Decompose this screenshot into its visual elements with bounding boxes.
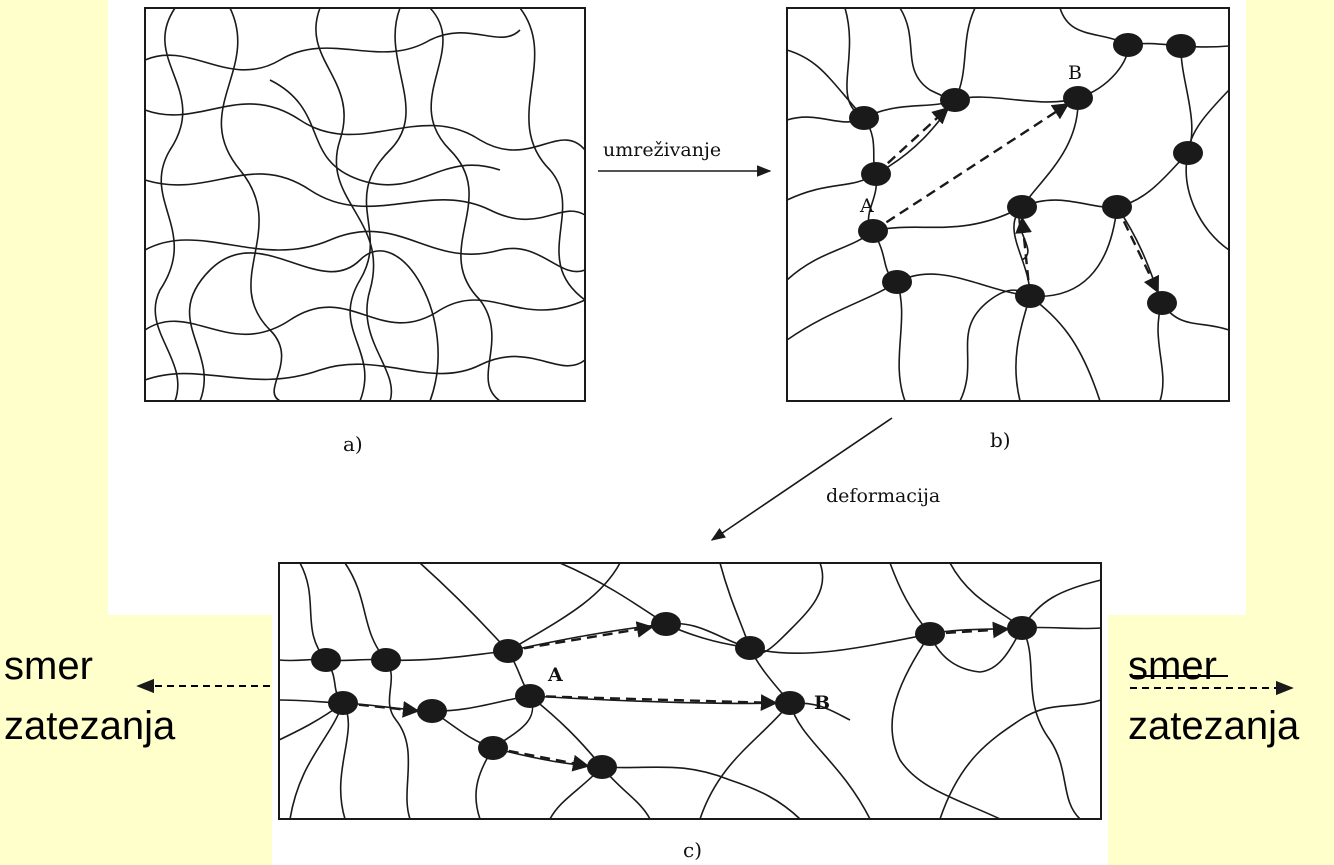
panel-c-crosslinks [311, 612, 1037, 779]
panel-b-frame [786, 7, 1230, 402]
panel-b-label: b) [990, 428, 1011, 452]
crosslink-node [1063, 86, 1093, 110]
crosslink-node [940, 88, 970, 112]
crosslink-node [861, 162, 891, 186]
crosslink-node [328, 691, 358, 715]
crosslink-node [1113, 33, 1143, 57]
point-a-label-b: A [860, 195, 874, 217]
right-direction-word1: smer [1128, 644, 1217, 688]
crosslink-node [915, 622, 945, 646]
crosslink-node [858, 219, 888, 243]
chain [144, 299, 586, 336]
end-to-end-vector [1015, 216, 1032, 297]
left-band [0, 615, 272, 865]
panel-a-label: a) [343, 432, 363, 456]
crosslink-node [1102, 195, 1132, 219]
chain [699, 702, 791, 820]
chain [144, 173, 586, 221]
point-a-label-c: A [548, 664, 563, 686]
chain [144, 230, 586, 273]
crosslink-node [371, 648, 401, 672]
point-b-label-b: B [1068, 62, 1082, 84]
end-to-end-vector [507, 621, 654, 653]
chain [889, 562, 1023, 673]
chain [519, 7, 586, 301]
crosslink-node [587, 755, 617, 779]
deformation-label: deformacija [826, 485, 941, 507]
crosslink-node [311, 648, 341, 672]
crosslink-node [478, 736, 508, 760]
panel-c-label: c) [683, 838, 703, 862]
left-direction-word2: zatezanja [4, 704, 176, 748]
end-to-end-vector [872, 102, 1070, 233]
lower-page [270, 0, 1110, 865]
crosslink-node [515, 684, 545, 708]
chain [154, 7, 184, 402]
chain [786, 49, 865, 119]
crosslink-node [1007, 195, 1037, 219]
crosslink-node [775, 691, 805, 715]
point-b-label-c: B [814, 692, 831, 714]
crosslink-node [1147, 291, 1177, 315]
chain [315, 7, 393, 402]
chain [220, 7, 283, 402]
chain [786, 7, 976, 201]
panel-a-frame [144, 7, 586, 402]
end-to-end-vector [342, 701, 420, 718]
chain [269, 79, 501, 186]
chain [891, 633, 1001, 820]
right-band [1108, 615, 1334, 865]
crosslink-node [849, 106, 879, 130]
crosslink-node [1015, 284, 1045, 308]
right-direction-word2: zatezanja [1128, 704, 1300, 748]
chain [188, 250, 439, 402]
chain [429, 7, 501, 402]
panel-a [144, 7, 586, 402]
deformation-arrow [710, 417, 893, 541]
crosslinking-label: umreživanje [603, 139, 722, 161]
chain [289, 702, 344, 820]
crosslink-node [1173, 141, 1203, 165]
chain [344, 562, 411, 820]
end-to-end-vector [529, 694, 778, 711]
end-to-end-vector [875, 106, 950, 175]
left-direction-word1: smer [4, 644, 93, 688]
chain [786, 206, 1118, 341]
panel-b-crosslinks [849, 33, 1203, 315]
end-to-end-vector [929, 621, 1010, 639]
chain [144, 29, 521, 71]
chain [419, 562, 509, 652]
crosslink-node [417, 699, 447, 723]
crosslink-node [882, 270, 912, 294]
end-to-end-vector [492, 746, 590, 772]
crosslink-node [1007, 616, 1037, 640]
crosslink-node [1166, 34, 1196, 58]
crosslink-node [493, 639, 523, 663]
crosslink-node [735, 636, 765, 660]
chain [299, 562, 350, 820]
crosslink-node [651, 612, 681, 636]
chain [507, 562, 621, 652]
chain [349, 7, 407, 402]
panel-c-frame [278, 562, 1102, 820]
chain [144, 355, 586, 381]
panel-c [278, 562, 1102, 820]
chain [939, 699, 1102, 820]
chain [1021, 627, 1081, 820]
